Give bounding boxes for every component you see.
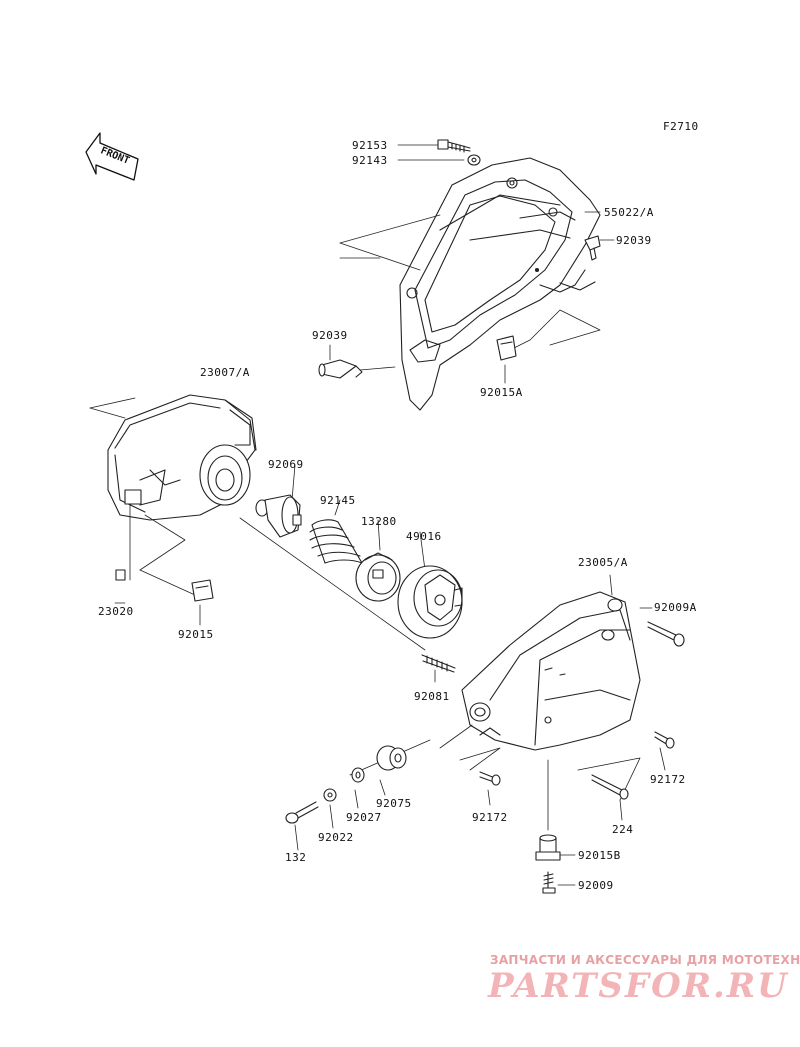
label-23020: 23020	[98, 605, 134, 618]
label-92015B: 92015B	[578, 849, 621, 862]
label-92039-left: 92039	[312, 329, 348, 342]
clip-92015	[191, 579, 214, 602]
clip-92039-left	[318, 359, 363, 379]
grommet-92075	[376, 745, 407, 771]
label-92009: 92009	[578, 879, 614, 892]
label-49016: 49016	[406, 530, 442, 543]
bolt-92009	[542, 871, 556, 894]
figure-code: F2710	[663, 120, 699, 133]
watermark-brand: PARTSFOR.RU	[488, 966, 789, 1006]
clip-92039-right	[584, 235, 601, 261]
upper-cover-part	[399, 157, 601, 411]
bulb-92069	[255, 494, 302, 538]
label-92075: 92075	[376, 797, 412, 810]
nut-92015A	[496, 335, 517, 361]
label-132: 132	[285, 851, 307, 864]
label-224: 224	[612, 823, 634, 836]
bolt-92153	[437, 139, 471, 153]
label-13280: 13280	[361, 515, 397, 528]
label-92081: 92081	[414, 690, 450, 703]
label-92039-right: 92039	[616, 234, 652, 247]
washer-92143	[467, 154, 481, 166]
label-92145: 92145	[320, 494, 356, 507]
rear-housing-part	[461, 591, 641, 751]
label-92143: 92143	[352, 154, 388, 167]
headlight-housing-part	[107, 394, 257, 521]
leader-lines-upper	[329, 144, 615, 384]
label-92172-center: 92172	[472, 811, 508, 824]
label-92015A: 92015A	[480, 386, 523, 399]
bolt-92009A	[647, 621, 685, 647]
label-92009A: 92009A	[654, 601, 697, 614]
label-92069: 92069	[268, 458, 304, 471]
socket-13280	[355, 552, 401, 602]
collar-92015B	[535, 834, 561, 861]
screw-92081	[421, 654, 456, 673]
label-23005A: 23005/A	[578, 556, 628, 569]
nut-23020	[115, 569, 126, 581]
screw-92172-right	[654, 731, 675, 749]
cap-49016	[397, 565, 463, 639]
leader-lines-middle	[89, 397, 436, 683]
bolt-224	[591, 774, 629, 800]
watermark-subtitle: ЗАПЧАСТИ И АКСЕССУАРЫ ДЛЯ МОТОТЕХНИКИ	[490, 953, 800, 967]
label-23007A: 23007/A	[200, 366, 250, 379]
collar-92027	[351, 767, 365, 783]
bolt-132	[285, 801, 319, 824]
screw-92172-center	[479, 771, 501, 786]
label-92022: 92022	[318, 831, 354, 844]
front-arrow-icon: FRONT	[85, 132, 139, 181]
washer-92022	[323, 788, 337, 802]
label-92172-right: 92172	[650, 773, 686, 786]
spring-92145	[309, 519, 363, 564]
label-55022A: 55022/A	[604, 206, 654, 219]
label-92015: 92015	[178, 628, 214, 641]
label-92027: 92027	[346, 811, 382, 824]
label-92153: 92153	[352, 139, 388, 152]
